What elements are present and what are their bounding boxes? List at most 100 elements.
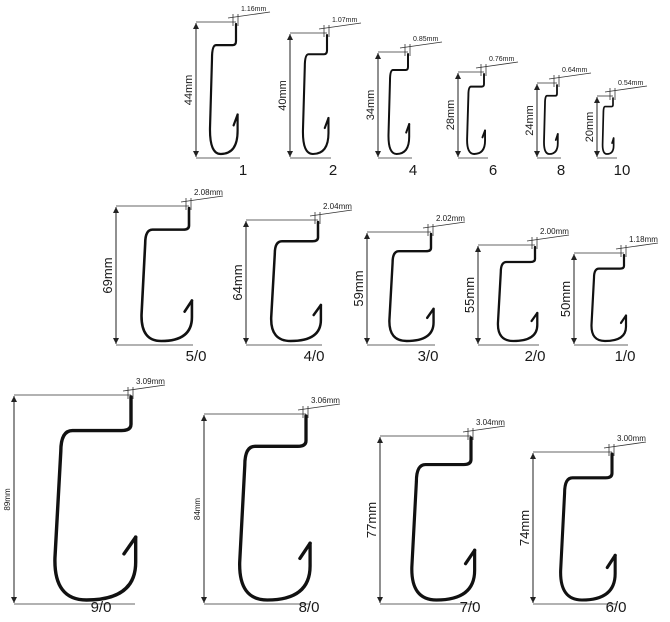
size-label: 4/0 <box>304 348 325 365</box>
size-label: 2/0 <box>525 348 546 365</box>
barb <box>298 541 312 561</box>
hook-figure: 69mm 2.08mm 5/0 <box>100 188 223 365</box>
hook-outline <box>388 232 435 343</box>
length-label: 74mm <box>517 510 532 546</box>
barb <box>232 113 239 127</box>
barb <box>554 133 559 141</box>
barb <box>122 535 138 556</box>
length-dimension <box>364 233 370 344</box>
length-label: 44mm <box>183 75 195 106</box>
length-label: 89mm <box>3 488 12 511</box>
length-dimension <box>11 396 17 603</box>
wire-dimension <box>399 41 443 56</box>
length-label: 24mm <box>524 105 536 136</box>
hook-figure: 74mm 3.00mm 6/0 <box>517 434 646 616</box>
length-dimension <box>193 23 199 157</box>
wire-dimension <box>548 72 592 87</box>
length-dimension <box>243 221 249 344</box>
length-label: 34mm <box>365 90 377 121</box>
length-label: 55mm <box>462 277 477 313</box>
length-label: 59mm <box>351 270 366 306</box>
length-label: 64mm <box>230 264 245 300</box>
size-label: 2 <box>329 162 337 179</box>
barb <box>425 307 435 320</box>
wire-diameter-label: 0.64mm <box>562 67 587 74</box>
barb <box>323 116 330 130</box>
barb <box>481 129 486 139</box>
length-dimension <box>375 53 381 157</box>
length-label: 20mm <box>584 112 596 143</box>
wire-diameter-label: 3.06mm <box>311 396 340 405</box>
wire-dimension <box>462 425 506 440</box>
wire-dimension <box>615 242 659 257</box>
wire-diameter-label: 0.85mm <box>413 36 438 43</box>
size-label: 10 <box>614 162 631 179</box>
wire-diameter-label: 3.04mm <box>476 418 505 427</box>
size-label: 7/0 <box>460 599 481 616</box>
hook-figure: 40mm 1.07mm 2 <box>277 17 362 179</box>
wire-diameter-label: 1.18mm <box>629 235 658 244</box>
length-dimension <box>530 453 536 603</box>
hook-figure: 50mm 1.18mm 1/0 <box>558 235 658 365</box>
hook-outline <box>601 97 615 155</box>
length-label: 40mm <box>277 80 289 111</box>
length-label: 77mm <box>364 502 379 538</box>
hook-figure: 77mm 3.04mm 7/0 <box>364 418 505 616</box>
wire-diameter-label: 2.02mm <box>436 214 465 223</box>
wire-diameter-label: 3.00mm <box>617 434 646 443</box>
wire-dimension <box>422 221 466 236</box>
barb <box>611 137 615 144</box>
wire-diameter-label: 2.00mm <box>540 227 569 236</box>
barb <box>605 553 617 570</box>
wire-dimension <box>227 11 271 26</box>
size-label: 5/0 <box>186 348 207 365</box>
wire-dimension <box>604 85 648 100</box>
hook-outline <box>269 220 323 343</box>
wire-dimension <box>122 384 166 399</box>
hook-outline <box>410 436 477 602</box>
hook-outline <box>53 395 138 602</box>
hook-outline <box>543 84 559 155</box>
wire-diameter-label: 1.07mm <box>332 17 357 24</box>
length-label: 50mm <box>558 281 573 317</box>
hook-outline <box>140 206 194 343</box>
hook-figure: 55mm 2.00mm 2/0 <box>462 227 569 365</box>
wire-dimension <box>309 209 353 224</box>
wire-dimension <box>475 61 519 76</box>
length-label: 69mm <box>100 257 115 293</box>
length-dimension <box>594 97 600 157</box>
size-label: 6/0 <box>606 599 627 616</box>
length-dimension <box>534 84 540 157</box>
size-label: 9/0 <box>91 599 112 616</box>
barb <box>183 299 194 313</box>
wire-diameter-label: 1.16mm <box>241 6 266 13</box>
length-label: 28mm <box>445 100 457 131</box>
wire-dimension <box>603 441 647 456</box>
length-dimension <box>571 254 577 344</box>
hook-outline <box>208 22 239 156</box>
length-dimension <box>377 437 383 603</box>
wire-dimension <box>318 22 362 37</box>
length-dimension <box>287 34 293 157</box>
hook-outline <box>301 33 330 156</box>
barb <box>530 311 539 323</box>
hook-outline <box>466 73 486 155</box>
length-dimension <box>113 207 119 344</box>
size-label: 4 <box>409 162 417 179</box>
wire-diameter-label: 0.54mm <box>618 80 643 87</box>
hook-outline <box>238 414 312 602</box>
size-label: 1/0 <box>615 348 636 365</box>
wire-dimension <box>180 195 224 210</box>
hook-outline <box>387 53 411 155</box>
hook-figure: 20mm 0.54mm 10 <box>584 80 648 179</box>
wire-diameter-label: 2.08mm <box>194 188 223 197</box>
hook-figure: 34mm 0.85mm 4 <box>365 36 443 179</box>
wire-diameter-label: 0.76mm <box>489 56 514 63</box>
